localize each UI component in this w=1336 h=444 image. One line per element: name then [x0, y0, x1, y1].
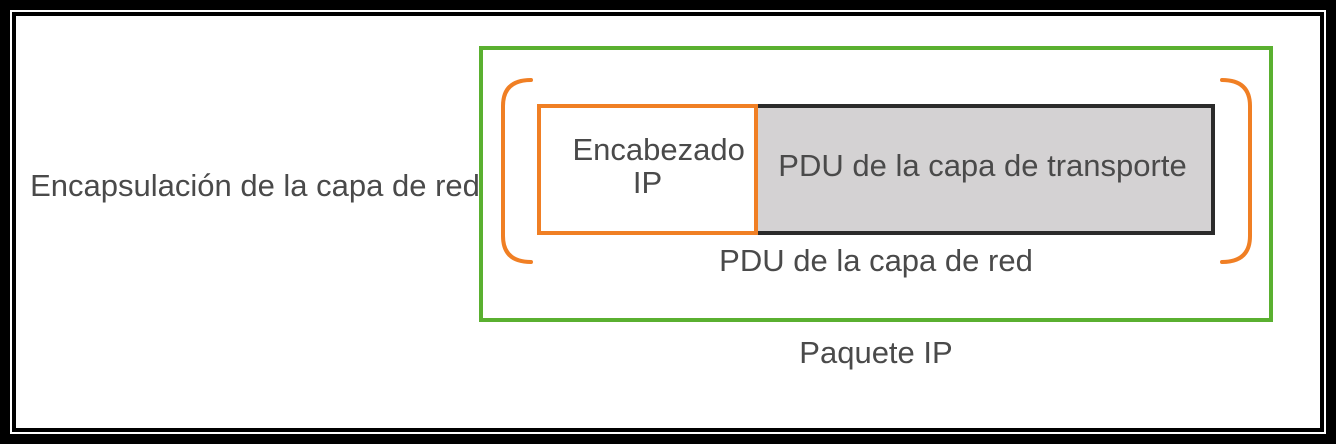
ip-header-box: Encabezado IP: [537, 104, 758, 235]
network-layer-pdu-label: PDU de la capa de red: [719, 243, 1033, 278]
ip-header-label: Encabezado IP: [572, 131, 745, 200]
left-bracket-icon: [501, 78, 533, 264]
transport-layer-pdu-box: PDU de la capa de transporte: [754, 104, 1215, 235]
right-bracket-path: [1220, 78, 1252, 264]
transport-layer-pdu-label: PDU de la capa de transporte: [778, 147, 1187, 183]
ip-packet-box: [479, 46, 1273, 322]
network-layer-encapsulation-label: Encapsulación de la capa de red: [30, 168, 480, 203]
ip-packet-label: Paquete IP: [799, 335, 953, 370]
right-bracket-icon: [1220, 78, 1252, 264]
frame-inner-line: [10, 10, 1326, 434]
left-bracket-path: [501, 78, 533, 264]
